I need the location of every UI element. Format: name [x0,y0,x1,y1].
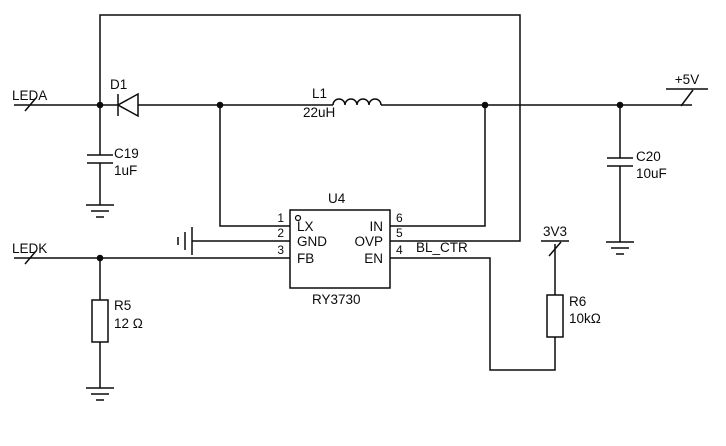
ground-symbol-gnd-pin [177,227,193,255]
pin-number-3: 3 [277,243,284,257]
pin1-indicator [294,214,302,222]
ground-symbol-c20 [606,241,634,255]
net-label-plus5v: +5V [675,72,699,87]
ledk-terminal-slash [24,250,37,265]
resistor-r6 [546,294,564,338]
label-u4-part: RY3730 [312,292,361,307]
pin-name-en: EN [364,251,383,266]
label-c20-ref: C20 [636,149,661,164]
net-label-bl-ctr: BL_CTR [416,240,468,255]
pin-name-lx: LX [297,219,314,234]
pin-number-6: 6 [396,211,403,225]
junction-dot [96,254,104,262]
label-r5-ref: R5 [114,298,131,313]
pin-name-ovp: OVP [354,234,383,249]
label-l1-ref: L1 [312,86,327,101]
pin-number-4: 4 [396,243,403,257]
ground-symbol-r5 [86,387,114,401]
diode-triangle [116,92,139,118]
ic-body [289,209,391,289]
net-ledk-wire [14,250,290,265]
leda-terminal-slash [24,97,37,112]
resistor-body [546,294,564,338]
inductor-coil [332,98,382,106]
v3v3-terminal-slash [548,241,562,257]
pin-name-in: IN [370,219,384,234]
pin-number-2: 2 [277,226,284,240]
junction-dots [96,101,624,262]
junction-dot [481,101,489,109]
label-c19-ref: C19 [114,146,139,161]
label-d1-ref: D1 [110,77,127,92]
net-en-blctr-wire [390,240,569,371]
resistor-body [91,299,109,343]
resistor-r5 [91,258,109,388]
pin-name-gnd: GND [297,234,327,249]
ic-u4 [289,209,391,289]
diode-d1 [116,92,139,118]
junction-dot [96,101,104,109]
ground-symbol-c19 [86,204,114,218]
label-c20-value: 10uF [636,166,667,181]
label-c19-value: 1uF [114,163,137,178]
capacitor-c19 [87,105,113,205]
junction-dot [216,101,224,109]
label-l1-value: 22uH [303,105,335,120]
pin-name-fb: FB [297,251,314,266]
net-5v-wire [381,88,708,227]
label-r5-value: 12 Ω [114,316,143,331]
pin-number-5: 5 [396,226,403,240]
net-top-rail-ovp [99,14,521,242]
junction-dot [616,101,624,109]
inductor-l1 [332,98,382,106]
capacitor-c20 [607,105,633,242]
net-label-leda: LEDA [12,88,47,103]
label-u4-ref: U4 [328,191,346,206]
net-label-ledk: LEDK [12,241,47,256]
label-r6-value: 10kΩ [569,311,601,326]
net-label-3v3: 3V3 [543,224,567,239]
pin-number-1: 1 [277,211,284,225]
label-r6-ref: R6 [569,294,586,309]
net-lx-wire [138,104,333,227]
plus5v-terminal-slash [680,89,694,107]
